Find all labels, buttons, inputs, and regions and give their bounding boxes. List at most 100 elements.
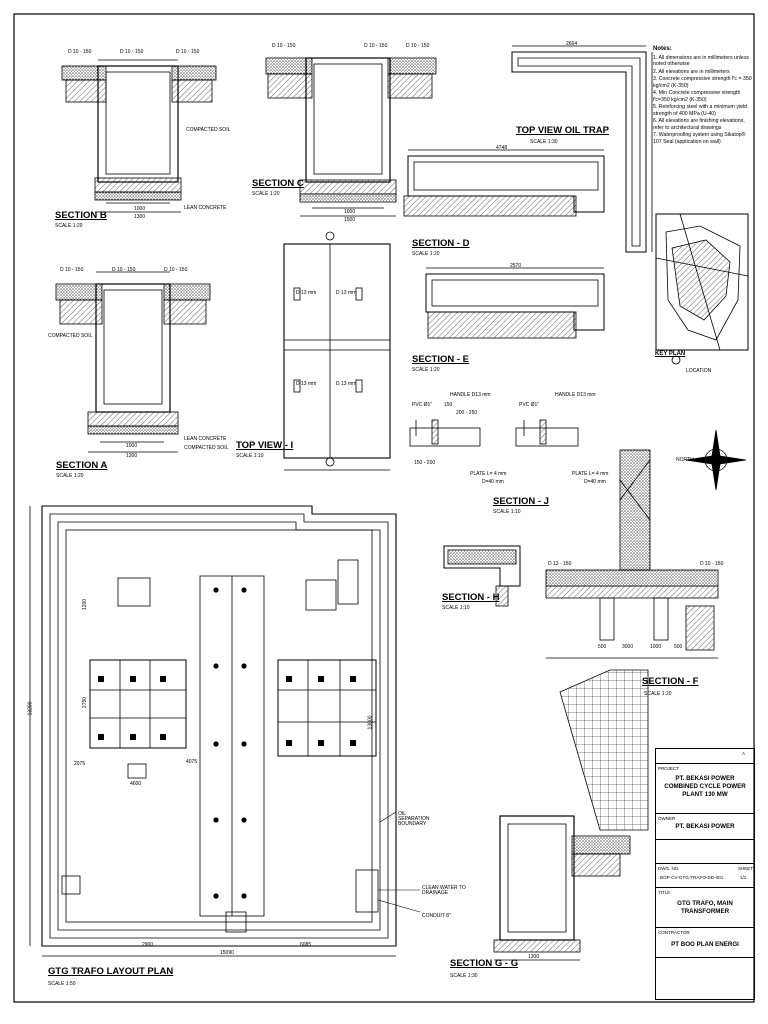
- tb-owner-caption: OWNER: [658, 816, 676, 821]
- section-h-scale: SCALE 1:10: [442, 605, 470, 611]
- tb-dwg-no: BGP-CV-GTG-TRAFO-DD-001: [660, 875, 724, 880]
- conduit-label: CONDUIT 8": [422, 913, 451, 919]
- section-b-scale: SCALE 1:20: [55, 223, 83, 229]
- d13-label-3: D 13 mm: [296, 381, 317, 387]
- notes-heading: Notes:: [653, 46, 672, 52]
- general-notes: Notes: 1. All dimensions are in millimet…: [653, 46, 753, 146]
- tb-owner: PT. BEKASI POWER: [675, 823, 735, 830]
- section-gg-drawing: [493, 669, 649, 961]
- dim-b-1000: 1000: [134, 206, 146, 212]
- dim-layout-4600: 4600: [130, 781, 142, 787]
- section-a-title: SECTION A: [56, 460, 108, 471]
- top-view-i-drawing: [283, 231, 391, 471]
- rebar-f-2: D 10 - 150: [700, 561, 724, 567]
- dim-c-1000: 1000: [344, 209, 356, 215]
- rebar-f-1: D 13 - 150: [548, 561, 572, 567]
- tb-title-caption: TITLE: [658, 890, 671, 895]
- north-label: NORTH: [676, 457, 694, 463]
- note-item: 5. Reinforcing steel with a minimum yiel…: [653, 104, 747, 117]
- section-c-drawing: [265, 57, 437, 217]
- tb-dwg-caption: DWG. NO.: [658, 866, 680, 871]
- section-a-drawing: [55, 271, 211, 453]
- top-view-oil-trap-scale: SCALE 1:30: [530, 139, 558, 145]
- plate-label-1: PLATE L= 4 mm: [470, 471, 507, 477]
- dim-layout-6085: 6085: [300, 942, 312, 948]
- rebar-c-2: D 10 - 150: [364, 43, 388, 49]
- section-c-title: SECTION C: [252, 178, 304, 189]
- note-item: 1. All dimensions are in millimeters unl…: [653, 54, 750, 68]
- section-c-scale: SCALE 1:20: [252, 191, 280, 197]
- dim-layout-1200: 1200: [82, 598, 89, 611]
- d40-label-1: D=40 mm: [482, 479, 504, 485]
- dim-f-3000: 3000: [622, 644, 634, 650]
- dim-a-1300: 1300: [126, 453, 138, 459]
- rebar-a-1: D 10 - 150: [60, 267, 84, 273]
- clean-water-label: CLEAN WATER TO DRAINAGE: [422, 885, 466, 896]
- dim-e-2570: 2570: [510, 263, 522, 269]
- section-h-title: SECTION - H: [442, 592, 500, 603]
- tb-contractor-caption: CONTRACTOR: [658, 930, 690, 935]
- note-item: 7. Waterproofing system using Sikatop® 1…: [653, 132, 746, 145]
- key-plan-drawing: [655, 213, 749, 365]
- rebar-b-3: D 10 - 150: [176, 49, 200, 55]
- rebar-a-3: D 10 - 150: [164, 267, 188, 273]
- layout-plan-title: GTG TRAFO LAYOUT PLAN: [48, 966, 174, 977]
- rebar-c-1: D 10 - 150: [272, 43, 296, 49]
- key-plan-title: KEY PLAN: [655, 351, 686, 357]
- dim-b-1300: 1300: [134, 214, 146, 220]
- dim-layout-2075: 2075: [74, 761, 86, 767]
- dim-oiltrap-2664: 2664: [566, 41, 578, 47]
- section-j-drawing: [409, 419, 579, 447]
- dim-layout-13000: 13000: [367, 715, 374, 730]
- d13-label-2: D 13 mm: [336, 290, 357, 296]
- section-e-scale: SCALE 1:20: [412, 367, 440, 373]
- key-plan-location: LOCATION: [686, 368, 712, 374]
- compacted-soil-label-b: COMPACTED SOIL: [186, 127, 231, 133]
- dim-j-200250: 200 - 250: [456, 410, 478, 416]
- handle-label-2: HANDLE D13 mm: [555, 392, 596, 398]
- dim-layout-2900: 2900: [142, 942, 154, 948]
- section-f-title: SECTION - F: [642, 676, 699, 687]
- section-b-title: SECTION B: [55, 210, 107, 221]
- tb-title-row: TITLE GTG TRAFO, MAIN TRANSFORMER: [656, 887, 754, 928]
- tb-project-caption: PROJECT: [658, 766, 680, 771]
- section-f-scale: SCALE 1:20: [644, 691, 672, 697]
- compacted-soil-label-a: COMPACTED SOIL: [184, 445, 229, 451]
- dim-j-150200: 150 - 200: [414, 460, 436, 466]
- north-arrow: [685, 429, 747, 491]
- section-e-drawing: [425, 267, 605, 339]
- tb-rev: A: [742, 751, 746, 756]
- tb-contractor: PT BOO PLAN ENERGI: [671, 941, 739, 948]
- section-a-scale: SCALE 1:20: [56, 473, 84, 479]
- tb-project-row: PROJECT PT. BEKASI POWER COMBINED CYCLE …: [656, 763, 754, 814]
- section-d-scale: SCALE 1:20: [412, 251, 440, 257]
- tb-title: GTG TRAFO, MAIN TRANSFORMER: [677, 900, 733, 916]
- top-view-i-scale: SCALE 1:10: [236, 453, 264, 459]
- tb-project: PT. BEKASI POWER COMBINED CYCLE POWER PL…: [664, 775, 746, 799]
- dim-layout-13290: 13290: [27, 701, 34, 716]
- layout-anchor-dots: [98, 587, 356, 899]
- top-view-i-title: TOP VIEW - I: [236, 440, 294, 451]
- note-item: 4. Min Concrete compressive strength f'c…: [653, 90, 741, 103]
- section-gg-title: SECTION G - G: [450, 958, 519, 969]
- dim-layout-2750: 2750: [82, 696, 89, 709]
- tb-signoff-row: [656, 957, 754, 1000]
- section-e-title: SECTION - E: [412, 354, 470, 365]
- note-item: 2. All elevations are in millimeters: [653, 68, 730, 75]
- section-j-title: SECTION - J: [493, 496, 549, 507]
- dim-j-150: 150: [444, 402, 453, 408]
- section-f-drawing: [545, 449, 719, 659]
- dim-f-500a: 500: [598, 644, 607, 650]
- section-h-drawing: [443, 545, 521, 607]
- d13-label-1: D 13 mm: [296, 290, 317, 296]
- dim-layout-4075: 4075: [186, 759, 198, 765]
- layout-plan-drawing: [29, 505, 397, 957]
- dim-f-1000: 1000: [650, 644, 662, 650]
- rebar-a-2: D 10 - 150: [112, 267, 136, 273]
- d13-label-4: D 13 mm: [336, 381, 357, 387]
- top-view-oil-trap-drawing: [511, 45, 653, 253]
- handle-label-1: HANDLE D13 mm: [450, 392, 491, 398]
- lean-concrete-label-b: LEAN CONCRETE: [184, 205, 227, 211]
